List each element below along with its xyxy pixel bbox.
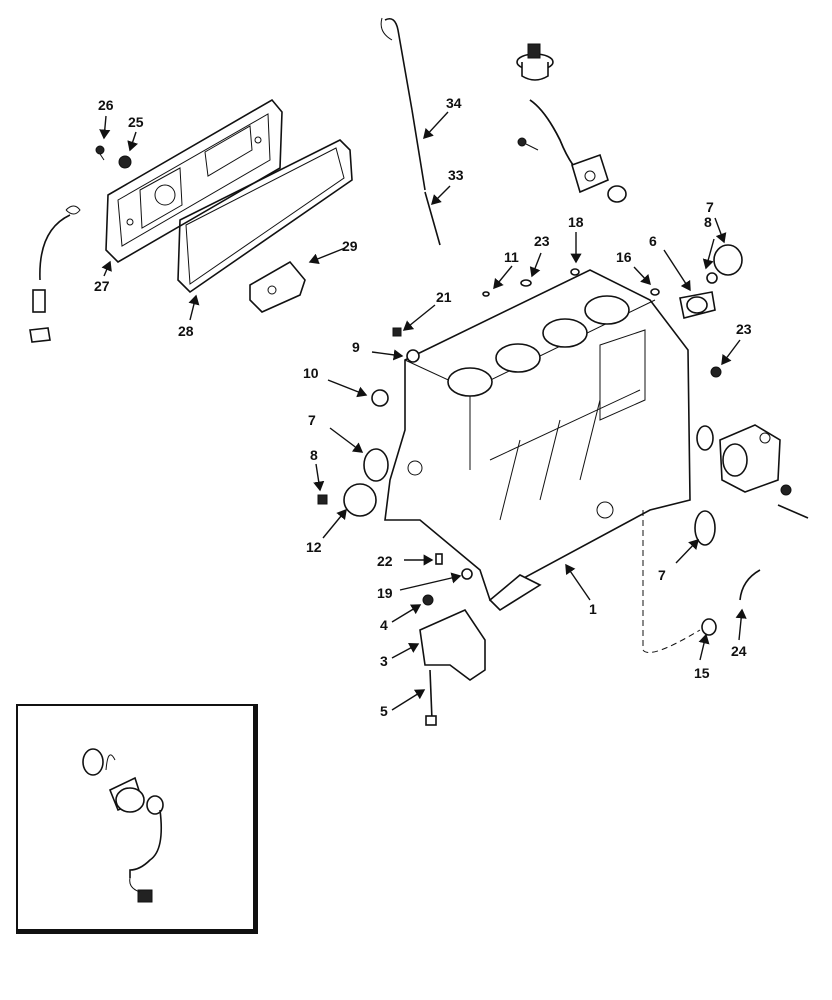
breather-tube-part [29, 205, 81, 343]
callout-23-top: 23 [534, 233, 550, 249]
dipstick-part [380, 17, 426, 191]
engine-block-part [384, 269, 691, 612]
fill-tube-oring-part [607, 185, 627, 203]
callout-3: 3 [380, 653, 388, 669]
callout-8-right: 8 [704, 214, 712, 230]
valve-cover-gasket-part [177, 139, 353, 294]
callout-26: 26 [98, 97, 114, 113]
callout-19: 19 [377, 585, 393, 601]
valve-cover-part [105, 98, 283, 264]
callout-11: 11 [504, 249, 519, 265]
housing-nut-part [780, 484, 792, 496]
callout-33: 33 [448, 167, 464, 183]
callout-labels: 26 25 27 28 29 34 33 18 23 11 16 6 8 7 2… [94, 95, 752, 719]
valve-cover-bolt-part [95, 145, 105, 161]
callout-12: 12 [306, 539, 322, 555]
callout-15: 15 [694, 665, 710, 681]
callout-28: 28 [178, 323, 194, 339]
callout-25: 25 [128, 114, 144, 130]
oil-fill-cap-part [516, 43, 554, 81]
callout-18: 18 [568, 214, 584, 230]
cover-plate-part [249, 260, 306, 313]
callout-1: 1 [589, 601, 597, 617]
callout-6: 6 [649, 233, 657, 249]
callout-23-right: 23 [736, 321, 752, 337]
small-parts [317, 244, 761, 726]
oil-fill-tube-part [529, 99, 609, 194]
callout-22: 22 [377, 553, 393, 569]
callout-5: 5 [380, 703, 388, 719]
callout-9: 9 [352, 339, 360, 355]
callout-7-top: 7 [706, 199, 714, 215]
callout-4: 4 [380, 617, 388, 633]
thermostat-gasket-part [696, 425, 714, 451]
callout-7-bottom: 7 [658, 567, 666, 583]
fill-tube-bolt-part [517, 137, 539, 151]
leader-arrows [99, 111, 747, 711]
callout-8-left: 8 [310, 447, 318, 463]
callout-34: 34 [446, 95, 462, 111]
thermostat-housing-part [719, 424, 781, 493]
callout-27: 27 [94, 278, 110, 294]
callout-7-left: 7 [308, 412, 316, 428]
callout-16: 16 [616, 249, 632, 265]
callout-24: 24 [731, 643, 747, 659]
callout-29: 29 [342, 238, 358, 254]
valve-cover-nut-part [118, 155, 132, 169]
inset-block-heater-box [16, 704, 258, 934]
callout-10: 10 [303, 365, 319, 381]
dipstick-tube-part [424, 191, 441, 246]
housing-bolt-part [777, 504, 809, 519]
callout-21: 21 [436, 289, 452, 305]
